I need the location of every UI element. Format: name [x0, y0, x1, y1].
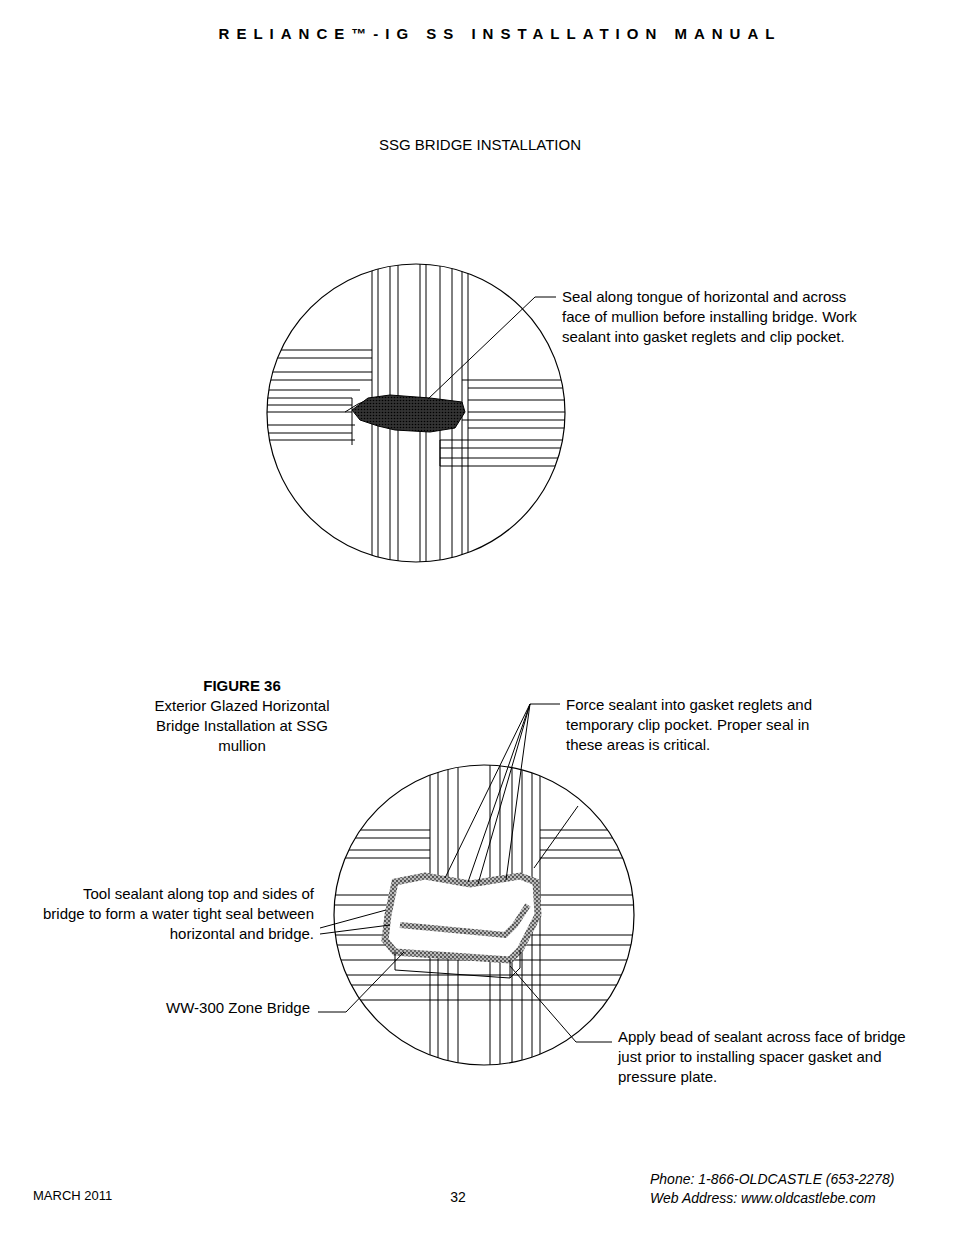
callout-note: Apply bead of sealant across face of bri… — [618, 1027, 908, 1087]
detail-view-bottom — [330, 760, 640, 1070]
page-header: RELIANCE™-IG SS INSTALLATION MANUAL — [0, 24, 954, 44]
footer-date: MARCH 2011 — [33, 1186, 112, 1206]
footer-contact: Web Address: www.oldcastlebe.com — [650, 1188, 876, 1208]
callout-note: Tool sealant along top and sides of brid… — [40, 884, 314, 944]
leader-lines — [318, 297, 612, 1042]
figure-number: FIGURE 36 — [132, 676, 352, 696]
callout-note: WW-300 Zone Bridge — [60, 998, 310, 1018]
detail-view-top — [260, 260, 570, 570]
page-number: 32 — [418, 1187, 498, 1207]
footer-contact: Phone: 1-866-OLDCASTLE (653-2278) — [650, 1169, 894, 1189]
figure-title: SSG BRIDGE INSTALLATION — [0, 135, 954, 155]
figure-caption: Exterior Glazed Horizontal Bridge Instal… — [132, 696, 352, 756]
callout-note: Seal along tongue of horizontal and acro… — [562, 287, 862, 347]
callout-note: Force sealant into gasket reglets and te… — [566, 695, 841, 755]
